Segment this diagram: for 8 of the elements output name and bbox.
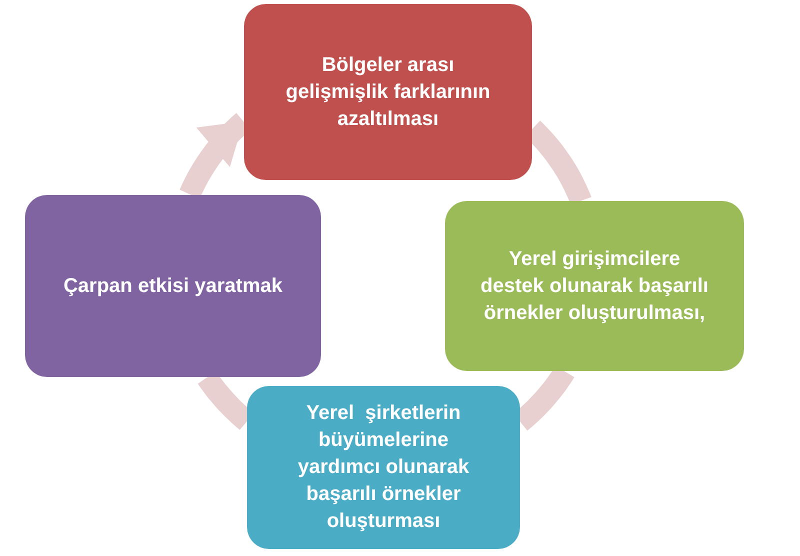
box-text: Bölgeler arası gelişmişlik farklarının azaltılması [284, 52, 492, 132]
process-box [25, 195, 321, 377]
process-box [445, 201, 744, 371]
box-text: Yerel girişimcilere destek olunarak başarılı örnekler oluşturulması, [480, 246, 710, 326]
process-box [247, 386, 520, 549]
box-text: Çarpan etkisi yaratmak [63, 274, 282, 298]
process-box [244, 4, 532, 180]
box-text: Yerel şirketlerin büyümelerine yardımcı olunarak başarılı örnekler oluşturması [296, 401, 470, 534]
